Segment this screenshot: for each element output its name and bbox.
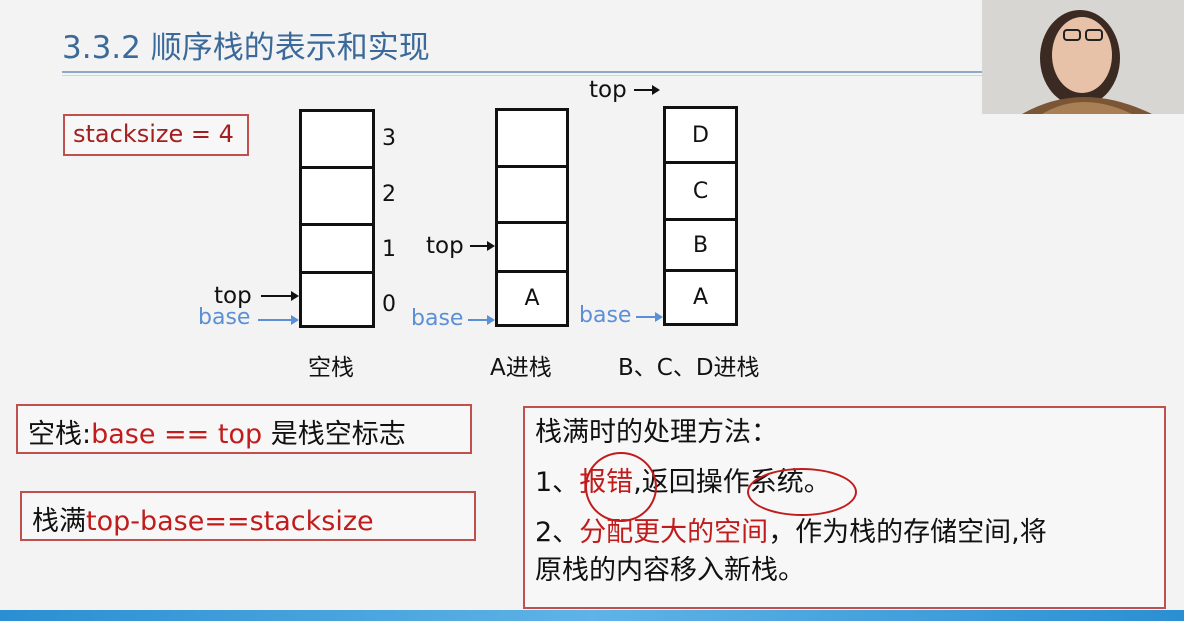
base-pointer-arrow bbox=[258, 315, 299, 325]
stacksize-label: stacksize = 4 bbox=[63, 114, 249, 156]
handling-item-2-continued: 原栈的内容移入新栈。 bbox=[535, 555, 805, 586]
stack-cell bbox=[498, 224, 566, 273]
stack-empty bbox=[299, 109, 375, 328]
stack-a-pushed: A bbox=[495, 108, 569, 327]
stack-cell bbox=[302, 274, 372, 325]
base-pointer-label: base bbox=[579, 303, 632, 328]
base-pointer-arrow bbox=[468, 315, 495, 325]
presenter-video bbox=[982, 0, 1184, 114]
index-label: 1 bbox=[382, 237, 396, 262]
title-divider bbox=[62, 71, 984, 73]
base-pointer-label: base bbox=[411, 306, 464, 331]
slide-title: 3.3.2 顺序栈的表示和实现 bbox=[62, 30, 430, 66]
stack-caption: A进栈 bbox=[490, 355, 552, 381]
title-divider-shadow bbox=[62, 75, 984, 76]
full-condition-expr: top-base==stacksize bbox=[86, 506, 374, 537]
stack-cell: A bbox=[692, 285, 709, 310]
index-label: 0 bbox=[382, 292, 396, 317]
bottom-accent-bar bbox=[0, 610, 1184, 621]
stack-cell bbox=[498, 111, 566, 168]
top-pointer-arrow bbox=[261, 291, 299, 301]
annotation-circle bbox=[747, 468, 857, 516]
stack-cell: C bbox=[666, 164, 735, 221]
stack-cell bbox=[302, 112, 372, 169]
item-number: 2、 bbox=[535, 517, 580, 548]
top-pointer-label: top bbox=[214, 283, 252, 309]
full-condition-box: 栈满top-base==stacksize bbox=[20, 491, 476, 541]
handling-item-2: 2、分配更大的空间，作为栈的存储空间,将 bbox=[535, 514, 1154, 552]
stack-bcd-pushed: D C B A bbox=[663, 106, 738, 326]
full-handling-panel: 栈满时的处理方法： 1、报错,返回操作系统。 2、分配更大的空间，作为栈的存储空… bbox=[523, 406, 1166, 609]
presenter-video-icon bbox=[982, 0, 1184, 114]
empty-condition-expr: base == top bbox=[91, 419, 263, 450]
index-label: 3 bbox=[382, 126, 396, 151]
annotation-circle bbox=[585, 452, 657, 522]
full-condition-prefix: 栈满 bbox=[32, 506, 86, 537]
top-pointer-arrow bbox=[470, 241, 495, 251]
stack-cell bbox=[302, 226, 372, 274]
empty-condition-box: 空栈:base == top 是栈空标志 bbox=[16, 404, 472, 454]
stack-caption: 空栈 bbox=[308, 355, 354, 381]
top-pointer-label: top bbox=[426, 233, 464, 259]
stack-cell bbox=[302, 169, 372, 226]
item-highlight: 分配更大的空间 bbox=[579, 517, 769, 548]
item-text: ，作为栈的存储空间,将 bbox=[768, 517, 1047, 548]
empty-condition-prefix: 空栈: bbox=[28, 419, 92, 450]
top-pointer-label: top bbox=[589, 77, 627, 103]
stack-cell: D bbox=[666, 109, 735, 164]
base-pointer-label: base bbox=[198, 305, 251, 330]
item-number: 1、 bbox=[535, 467, 580, 498]
index-label: 2 bbox=[382, 182, 396, 207]
panel-heading: 栈满时的处理方法： bbox=[535, 417, 778, 448]
stack-cell: A bbox=[524, 286, 540, 311]
stack-cell bbox=[498, 168, 566, 224]
stack-cell: B bbox=[666, 221, 735, 272]
top-pointer-arrow bbox=[634, 85, 660, 95]
stack-caption: B、C、D进栈 bbox=[618, 355, 760, 381]
base-pointer-arrow bbox=[636, 312, 663, 322]
empty-condition-suffix: 是栈空标志 bbox=[262, 419, 406, 450]
